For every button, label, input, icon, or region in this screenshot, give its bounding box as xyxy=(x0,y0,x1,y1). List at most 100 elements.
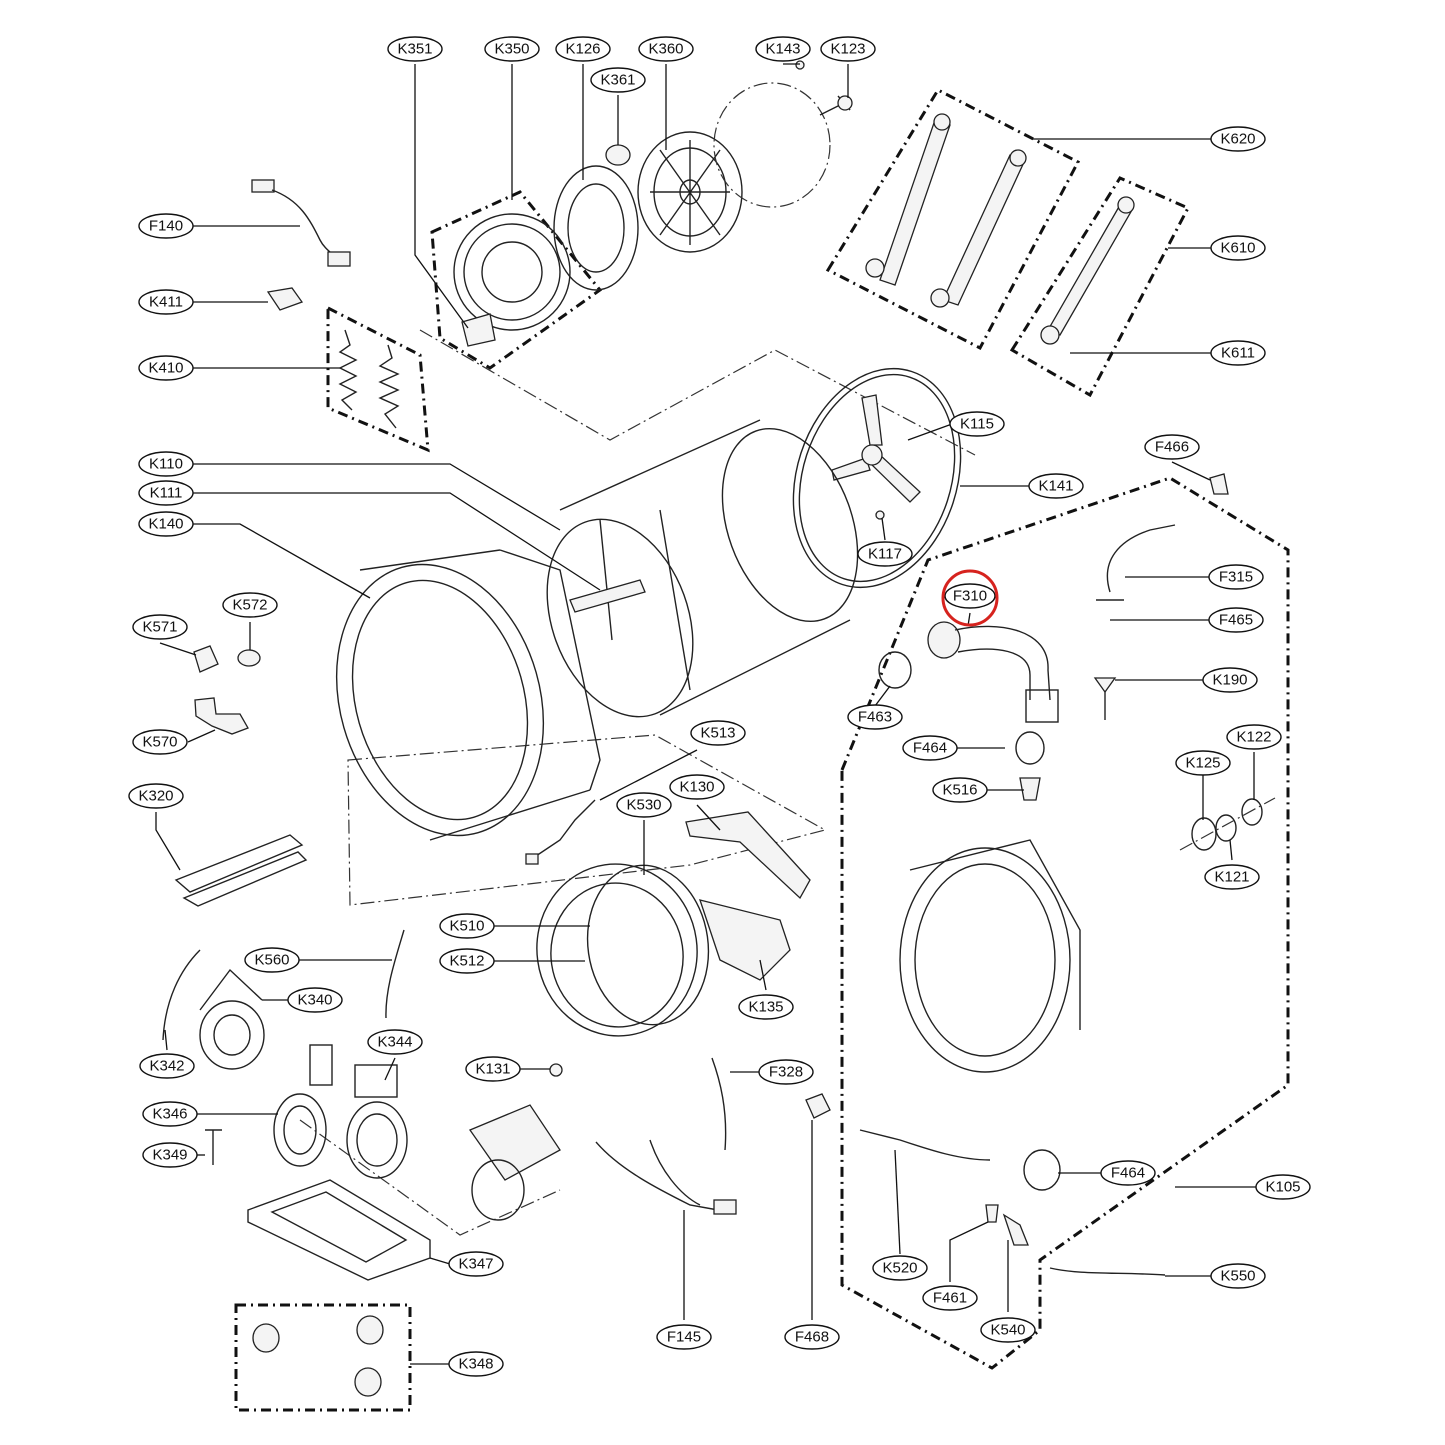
label-k410[interactable]: K410 xyxy=(138,355,194,381)
label-k342[interactable]: K342 xyxy=(139,1053,195,1079)
group-boundary-k620 xyxy=(825,88,1081,351)
group-boundary-pump xyxy=(299,1119,561,1236)
label-k530[interactable]: K530 xyxy=(616,792,672,818)
label-f464-lower[interactable]: F464 xyxy=(1100,1160,1156,1186)
label-f145[interactable]: F145 xyxy=(656,1324,712,1350)
label-k620[interactable]: K620 xyxy=(1210,126,1266,152)
svg-text:K141: K141 xyxy=(1038,478,1073,495)
label-k340[interactable]: K340 xyxy=(287,987,343,1013)
svg-text:K620: K620 xyxy=(1220,131,1255,148)
label-k125[interactable]: K125 xyxy=(1175,750,1231,776)
wire-k513 xyxy=(525,799,596,865)
label-k360[interactable]: K360 xyxy=(638,36,694,62)
label-k131[interactable]: K131 xyxy=(465,1056,521,1082)
label-k111[interactable]: K111 xyxy=(138,480,194,506)
label-f310[interactable]: F310 xyxy=(944,583,996,609)
label-f468[interactable]: F468 xyxy=(784,1324,840,1350)
svg-text:K572: K572 xyxy=(232,597,267,614)
label-f463[interactable]: F463 xyxy=(847,704,903,730)
screw-k349 xyxy=(205,1129,222,1165)
label-k570[interactable]: K570 xyxy=(132,729,188,755)
label-k123[interactable]: K123 xyxy=(820,36,876,62)
svg-text:F310: F310 xyxy=(953,588,987,605)
label-f465[interactable]: F465 xyxy=(1208,607,1264,633)
spider-k115 xyxy=(831,394,921,503)
sensor-k190 xyxy=(1093,677,1117,720)
label-k115[interactable]: K115 xyxy=(949,411,1005,437)
label-k105[interactable]: K105 xyxy=(1255,1174,1311,1200)
label-k572[interactable]: K572 xyxy=(222,592,278,618)
label-k520[interactable]: K520 xyxy=(872,1255,928,1281)
svg-text:K361: K361 xyxy=(600,72,635,89)
label-f464-upper[interactable]: F464 xyxy=(902,735,958,761)
label-k320[interactable]: K320 xyxy=(128,783,184,809)
label-f315[interactable]: F315 xyxy=(1208,564,1264,590)
svg-text:K344: K344 xyxy=(377,1034,412,1051)
label-k349[interactable]: K349 xyxy=(142,1142,198,1168)
label-k140[interactable]: K140 xyxy=(138,511,194,537)
label-k560[interactable]: K560 xyxy=(244,947,300,973)
label-f461[interactable]: F461 xyxy=(922,1285,978,1311)
label-k121[interactable]: K121 xyxy=(1204,864,1260,890)
svg-text:K571: K571 xyxy=(142,619,177,636)
bolt-k143 xyxy=(795,60,805,70)
rotor-k360 xyxy=(637,131,743,253)
svg-text:K346: K346 xyxy=(152,1106,187,1123)
rotor-outline xyxy=(713,82,831,208)
label-f140[interactable]: F140 xyxy=(138,213,194,239)
label-k141[interactable]: K141 xyxy=(1028,473,1084,499)
group-boundary-k348 xyxy=(234,1303,412,1412)
label-k611[interactable]: K611 xyxy=(1210,340,1266,366)
weight-k130 xyxy=(685,811,811,900)
label-k540[interactable]: K540 xyxy=(980,1317,1036,1343)
label-k348[interactable]: K348 xyxy=(448,1351,504,1377)
label-k513[interactable]: K513 xyxy=(690,720,746,746)
svg-text:F315: F315 xyxy=(1219,569,1253,586)
label-k143[interactable]: K143 xyxy=(755,36,811,62)
tub-front-k140 xyxy=(335,549,601,841)
svg-text:K117: K117 xyxy=(868,546,902,563)
label-k347[interactable]: K347 xyxy=(448,1251,504,1277)
rear-tub-half xyxy=(899,839,1081,1073)
label-k610[interactable]: K610 xyxy=(1210,235,1266,261)
svg-text:K560: K560 xyxy=(254,952,289,969)
svg-text:F145: F145 xyxy=(667,1329,701,1346)
svg-text:F464: F464 xyxy=(913,740,947,757)
feet-k348 xyxy=(252,1315,384,1397)
sensor-k361 xyxy=(605,144,631,166)
label-k110[interactable]: K110 xyxy=(138,451,194,477)
svg-text:K110: K110 xyxy=(149,456,183,473)
label-k516[interactable]: K516 xyxy=(932,777,988,803)
label-k130[interactable]: K130 xyxy=(669,774,725,800)
label-k346[interactable]: K346 xyxy=(142,1101,198,1127)
label-k510[interactable]: K510 xyxy=(439,913,495,939)
stator-k350 xyxy=(453,213,571,331)
label-k122[interactable]: K122 xyxy=(1226,724,1282,750)
svg-text:F140: F140 xyxy=(149,218,183,235)
label-k351[interactable]: K351 xyxy=(387,36,443,62)
duct-f310 xyxy=(927,621,1059,723)
svg-text:K360: K360 xyxy=(648,41,683,58)
label-k512[interactable]: K512 xyxy=(439,948,495,974)
label-k571[interactable]: K571 xyxy=(132,614,188,640)
clamp-f464-b xyxy=(1023,1149,1061,1191)
group-boundary-k410 xyxy=(326,305,430,453)
label-f328[interactable]: F328 xyxy=(758,1059,814,1085)
label-k190[interactable]: K190 xyxy=(1202,667,1258,693)
label-f466[interactable]: F466 xyxy=(1144,434,1200,460)
svg-text:K347: K347 xyxy=(458,1256,493,1273)
svg-text:K513: K513 xyxy=(700,725,735,742)
svg-text:K540: K540 xyxy=(990,1322,1025,1339)
svg-text:K111: K111 xyxy=(150,485,183,502)
label-k117[interactable]: K117 xyxy=(857,541,913,567)
label-k550[interactable]: K550 xyxy=(1210,1263,1266,1289)
pump-body-k344 xyxy=(346,1064,408,1179)
label-k126[interactable]: K126 xyxy=(555,36,611,62)
label-k411[interactable]: K411 xyxy=(138,289,194,315)
svg-text:K105: K105 xyxy=(1265,1179,1300,1196)
label-k344[interactable]: K344 xyxy=(367,1029,423,1055)
label-k361[interactable]: K361 xyxy=(590,67,646,93)
label-k135[interactable]: K135 xyxy=(738,994,794,1020)
label-k350[interactable]: K350 xyxy=(484,36,540,62)
